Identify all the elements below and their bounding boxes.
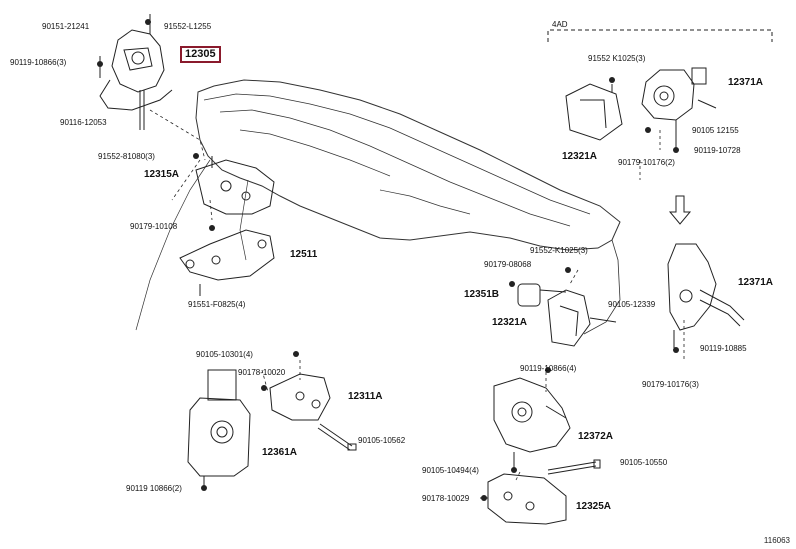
label-12321a-mid: 12321A bbox=[492, 317, 528, 328]
mount-12372a bbox=[493, 377, 571, 470]
label-90119-10866-3: 90119-10866(3) bbox=[10, 58, 67, 67]
bracket-12311a bbox=[269, 373, 331, 421]
bracket-12325a bbox=[480, 473, 567, 525]
bracket-12321a-top bbox=[565, 83, 623, 141]
label-90119-10866-4: 90119-10866(4) bbox=[520, 364, 577, 373]
arrow-down bbox=[668, 195, 692, 225]
mount-12371a-top bbox=[641, 67, 717, 150]
label-12311a: 12311A bbox=[348, 391, 383, 402]
bracket-12315a bbox=[195, 156, 275, 215]
label-12372a: 12372A bbox=[578, 431, 614, 442]
label-90116-12053: 90116-12053 bbox=[60, 118, 107, 127]
label-90105-10550: 90105-10550 bbox=[620, 458, 668, 467]
label-12351b: 12351B bbox=[464, 289, 500, 300]
bracket-12511 bbox=[179, 229, 275, 296]
mount-12351b bbox=[517, 283, 567, 307]
label-90179-10176-2: 90179-10176(2) bbox=[618, 158, 675, 167]
label-90119-10728: 90119-10728 bbox=[694, 146, 741, 155]
label-90105-10301: 90105-10301(4) bbox=[196, 350, 253, 359]
label-90151-21241: 90151-21241 bbox=[42, 22, 90, 31]
label-12321a-top: 12321A bbox=[562, 151, 598, 162]
mount-12361a bbox=[187, 369, 251, 490]
label-90105-10562: 90105-10562 bbox=[358, 436, 406, 445]
label-12511: 12511 bbox=[290, 249, 318, 260]
label-12305: 12305 bbox=[180, 46, 221, 63]
label-90105-10494: 90105-10494(4) bbox=[422, 466, 479, 475]
label-91552-l1255: 91552-L1255 bbox=[164, 22, 212, 31]
fastener-markers bbox=[97, 19, 679, 501]
label-91551-f0825: 91551-F0825(4) bbox=[188, 300, 246, 309]
label-90179-10176-3: 90179-10176(3) bbox=[642, 380, 699, 389]
label-4ad: 4AD bbox=[552, 20, 568, 29]
label-12361a: 12361A bbox=[262, 447, 298, 458]
label-91552-k1025-mid: 91552-K1025(3) bbox=[530, 246, 588, 255]
label-90178-10029: 90178-10029 bbox=[422, 494, 470, 503]
bolt-90105-10550 bbox=[547, 459, 601, 475]
label-12371a-mid: 12371A bbox=[738, 277, 774, 288]
bolt-90105-10562 bbox=[317, 423, 357, 451]
4ad-bracket bbox=[547, 29, 773, 42]
label-90119-10866-2: 90119 10866(2) bbox=[126, 484, 182, 493]
label-91552-k1025-top: 91552 K1025(3) bbox=[588, 54, 646, 63]
mount-12305 bbox=[99, 14, 173, 130]
label-90105-12155: 90105 12155 bbox=[692, 126, 739, 135]
label-12325a: 12325A bbox=[576, 501, 612, 512]
label-91552-81080: 91552-81080(3) bbox=[98, 152, 155, 161]
label-90119-10885: 90119-10885 bbox=[700, 344, 747, 353]
diagram-code: 116063 bbox=[763, 536, 790, 545]
leader-lines bbox=[149, 109, 685, 481]
bracket-12321a-mid bbox=[547, 289, 617, 347]
label-12371a-top: 12371A bbox=[728, 77, 764, 88]
engine-block-outline bbox=[135, 79, 621, 335]
label-90178-10020: 90178-10020 bbox=[238, 368, 286, 377]
label-90105-12339: 90105-12339 bbox=[608, 300, 656, 309]
label-90179-08068: 90179-08068 bbox=[484, 260, 532, 269]
label-12315a: 12315A bbox=[144, 169, 180, 180]
mount-12371a-mid bbox=[667, 243, 745, 348]
label-90179-10108: 90179-10108 bbox=[130, 222, 178, 231]
